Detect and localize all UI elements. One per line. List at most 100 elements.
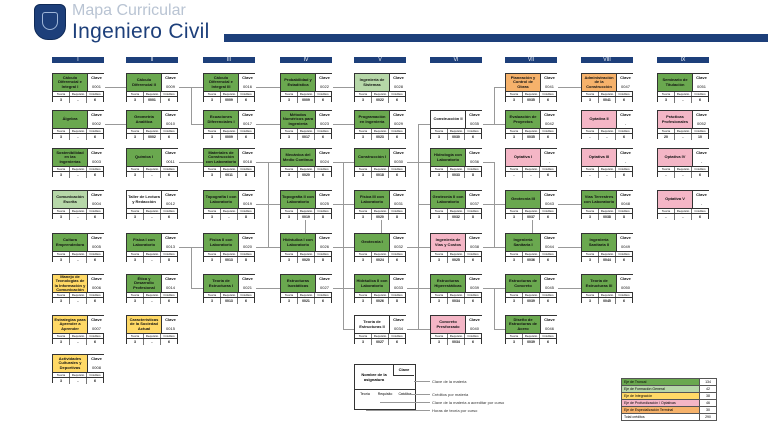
requisite-code: - (70, 172, 87, 178)
course-code: 0031 (389, 199, 407, 208)
prerequisite-connector (104, 87, 115, 88)
course-code: - (616, 119, 634, 128)
requisite-code: - (144, 298, 161, 304)
course-code: 0036 (465, 157, 483, 166)
course-name: Teoría de Estructuras II (355, 316, 389, 333)
credits-label: Créditos (89, 129, 101, 133)
requisite-label: Requisito (144, 209, 161, 214)
sample-req: Requisito (377, 392, 393, 396)
sample-name: Nombre de la asignatura (361, 372, 387, 382)
requisite-code: 0021 (298, 298, 315, 304)
course-card: Manejo de Tecnologías de la Información … (52, 274, 105, 304)
course-code: 0044 (540, 242, 558, 251)
requisite-label: Requisito (144, 293, 161, 298)
credits-value: 6 (94, 215, 96, 219)
theory-label: Teoría (506, 209, 523, 214)
theory-label: Teoría (431, 293, 448, 298)
legend-value: 134 (699, 379, 716, 385)
course-name: Concreto Presforzado (431, 316, 465, 333)
theory-hours: 3 (53, 172, 70, 178)
course-name: Estructuras Hiperestáticas (431, 275, 465, 292)
course-code: 0018 (238, 157, 256, 166)
prerequisite-connector (255, 204, 268, 205)
requisite-label: Requisito (70, 167, 87, 172)
theory-hours: 3 (127, 172, 144, 178)
course-code: 0014 (161, 283, 179, 292)
credits-label: Créditos (317, 92, 329, 96)
credits-value: 6 (396, 173, 398, 177)
theory-hours: 3 (506, 257, 523, 263)
theory-hours: 3 (355, 97, 372, 103)
prerequisite-connector (304, 204, 306, 248)
theory-label: Teoría (53, 209, 70, 214)
theory-label: Teoría (281, 293, 298, 298)
theory-hours: 3 (127, 298, 144, 304)
course-code: 0025 (315, 199, 333, 208)
course-name: Ingeniería Sanitaria II (582, 234, 616, 251)
requisite-label: Requisito (675, 209, 692, 214)
requisite-code: - (70, 378, 87, 384)
requisite-code: 0038 (599, 214, 616, 220)
course-name: Química I (127, 149, 161, 166)
credits-value: 6 (94, 340, 96, 344)
credits-value: 8 (322, 215, 324, 219)
credits-value: 6 (168, 299, 170, 303)
theory-label: Teoría (582, 293, 599, 298)
prerequisite-connector (255, 124, 268, 125)
theory-hours: 3 (431, 134, 448, 140)
sample-card: Nombre de la asignatura Clave Teoría Req… (354, 364, 416, 410)
credits-label: Créditos (391, 293, 403, 297)
prerequisite-connector (569, 288, 570, 289)
theory-hours: 3 (582, 257, 599, 263)
theory-hours: 3 (281, 97, 298, 103)
requisite-code: - (599, 134, 616, 140)
requisite-code: 0020 (298, 172, 315, 178)
course-name: Optativa V (658, 191, 692, 208)
credits-label: Créditos (467, 252, 479, 256)
credits-label: Créditos (240, 293, 252, 297)
theory-hours: 3 (506, 298, 523, 304)
requisite-label: Requisito (448, 252, 465, 257)
requisite-label: Requisito (221, 167, 238, 172)
requisite-label: Requisito (298, 252, 315, 257)
prerequisite-connector (482, 162, 494, 163)
credits-value: 6 (168, 215, 170, 219)
credits-value: 6 (322, 135, 324, 139)
course-code: 0045 (540, 283, 558, 292)
prerequisite-connector (255, 288, 268, 289)
credits-label: Créditos (163, 129, 175, 133)
requisite-code: 0026 (372, 298, 389, 304)
credits-value: 8 (245, 215, 247, 219)
theory-hours: 3 (53, 378, 70, 384)
requisite-label: Requisito (675, 167, 692, 172)
requisite-code: - (70, 298, 87, 304)
credits-label: Créditos (240, 129, 252, 133)
prerequisite-connector (343, 247, 354, 248)
requisite-label: Requisito (599, 252, 616, 257)
credits-value: 6 (472, 258, 474, 262)
requisite-label: Requisito (675, 129, 692, 134)
credits-label: Créditos (618, 92, 630, 96)
prerequisite-connector (493, 162, 495, 248)
requisite-code: 0033 (448, 172, 465, 178)
map-subtitle: Mapa Curricular (72, 2, 186, 19)
theory-label: Teoría (582, 129, 599, 134)
credits-label: Créditos (542, 293, 554, 297)
semester-header-6: VI (430, 57, 482, 63)
theory-label: Teoría (127, 334, 144, 339)
course-name: Probabilidad y Estadística (281, 74, 315, 91)
prerequisite-connector (267, 124, 280, 125)
theory-label: Teoría (506, 167, 523, 172)
theory-label: Teoría (127, 167, 144, 172)
prerequisite-connector (406, 329, 418, 330)
course-code: 0026 (315, 242, 333, 251)
credits-label: Créditos (89, 92, 101, 96)
requisite-code: 0013 (221, 257, 238, 263)
course-code: 0050 (616, 283, 634, 292)
semester-header-8: VIII (581, 57, 633, 63)
